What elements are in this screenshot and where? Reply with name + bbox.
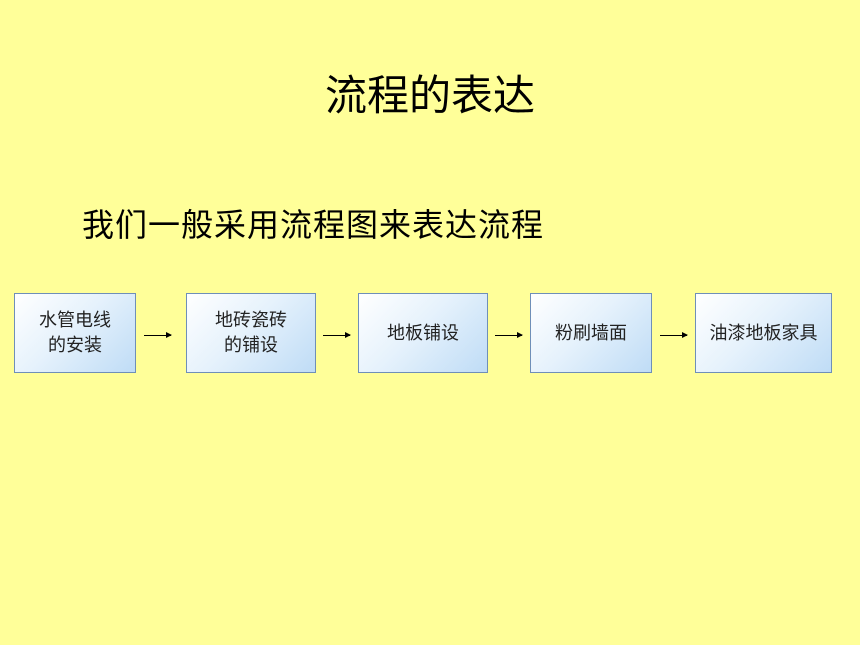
flow-arrow-3 (495, 332, 523, 338)
slide-title: 流程的表达 (324, 71, 535, 120)
slide-subtitle: 我们一般采用流程图来表达流程 (82, 206, 545, 244)
flow-arrow-1 (144, 332, 172, 338)
flow-step-varnish-floor-furniture: 油漆地板家具 (695, 293, 832, 373)
flow-step-plumbing-wiring: 水管电线 的安装 (14, 293, 136, 373)
flow-step-tiling: 地砖瓷砖 的铺设 (186, 293, 316, 373)
flow-step-wall-painting: 粉刷墙面 (530, 293, 652, 373)
flow-step-flooring: 地板铺设 (358, 293, 488, 373)
flow-arrow-4 (660, 332, 688, 338)
flow-arrow-2 (323, 332, 351, 338)
